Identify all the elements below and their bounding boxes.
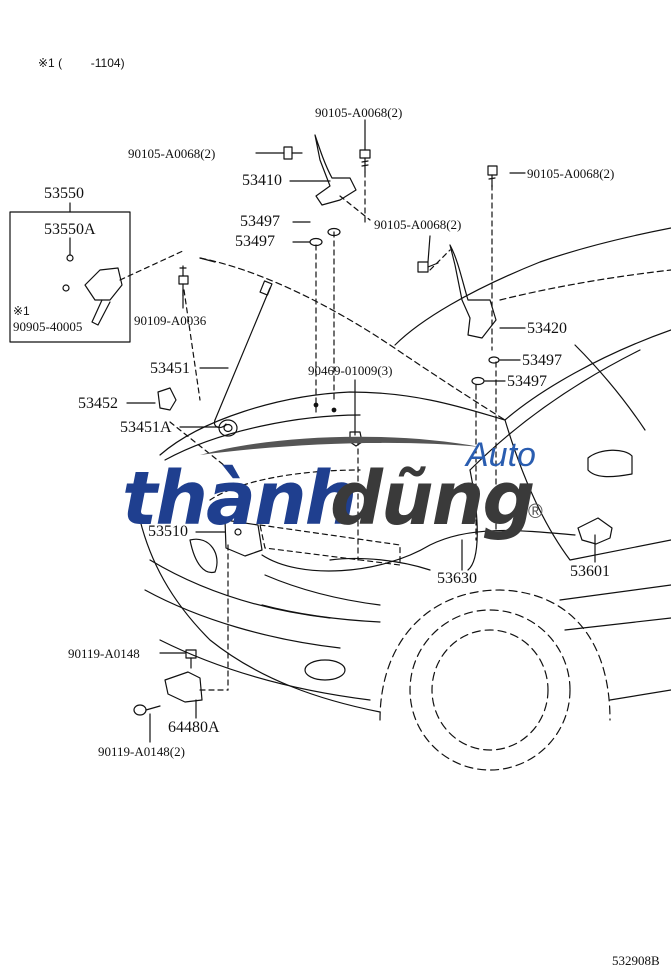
lock-bracket	[164, 671, 203, 703]
label-90119-b: 90119-A0148(2)	[98, 744, 185, 759]
inset-box-53550	[9, 211, 131, 343]
watermark-swoosh	[200, 436, 480, 455]
bolt-90105-left	[283, 146, 303, 160]
bolt-90105-top	[359, 149, 371, 173]
label-53601: 53601	[570, 563, 610, 580]
label-53497-d: 53497	[507, 373, 547, 390]
label-53420: 53420	[527, 320, 567, 337]
hood-lock	[224, 519, 263, 557]
label-53550: 53550	[44, 185, 84, 202]
hood-hinge-left	[314, 134, 357, 206]
note-range: -1104)	[90, 56, 125, 70]
note-reference: ※1 ( -1104)	[38, 57, 125, 69]
label-53630: 53630	[437, 570, 477, 587]
label-90109: 90109-A0036	[134, 313, 207, 328]
label-90105-right: 90105-A0068(2)	[527, 166, 615, 181]
note-mark: ※1	[38, 56, 55, 70]
label-53497-c: 53497	[522, 352, 562, 369]
part-shapes	[62, 134, 613, 716]
watermark-brand-part2: dũng	[330, 456, 535, 542]
watermark-auto: Auto	[466, 436, 536, 474]
car-body-outline	[139, 227, 671, 771]
label-53451: 53451	[150, 360, 190, 377]
label-90469: 90469-01009(3)	[308, 363, 393, 378]
label-53510: 53510	[148, 523, 188, 540]
label-90105-top: 90105-A0068(2)	[315, 105, 403, 120]
label-53451A: 53451A	[120, 419, 172, 436]
watermark-brand-part1: thành	[122, 456, 357, 542]
bolt-90105-right	[487, 165, 498, 188]
release-cable	[261, 529, 576, 572]
bolt-90119-single	[185, 649, 197, 669]
label-note-mark: ※1	[13, 304, 30, 318]
label-53497-a: 53497	[240, 213, 280, 230]
assembly-lines	[119, 171, 497, 691]
hood-hinge-right	[449, 244, 497, 339]
note-paren: (	[58, 56, 63, 70]
bolt-90119-pair	[133, 704, 161, 716]
label-90905: 90905-40005	[13, 319, 83, 334]
label-53497-b: 53497	[235, 233, 275, 250]
label-53410: 53410	[242, 172, 282, 189]
release-lever	[577, 517, 613, 545]
label-53550A: 53550A	[44, 221, 96, 238]
diagram-code: 532908B	[612, 953, 660, 968]
label-90105-mid: 90105-A0068(2)	[374, 217, 462, 232]
bolt-90109	[178, 265, 189, 297]
label-90105-left: 90105-A0068(2)	[128, 146, 216, 161]
watermark-registered-mark: ®	[528, 501, 543, 523]
label-90119-a: 90119-A0148	[68, 646, 140, 661]
bolt-90105-mid	[417, 261, 439, 273]
label-64480A: 64480A	[168, 719, 220, 736]
label-leaders	[69, 119, 596, 743]
label-53452: 53452	[78, 395, 118, 412]
